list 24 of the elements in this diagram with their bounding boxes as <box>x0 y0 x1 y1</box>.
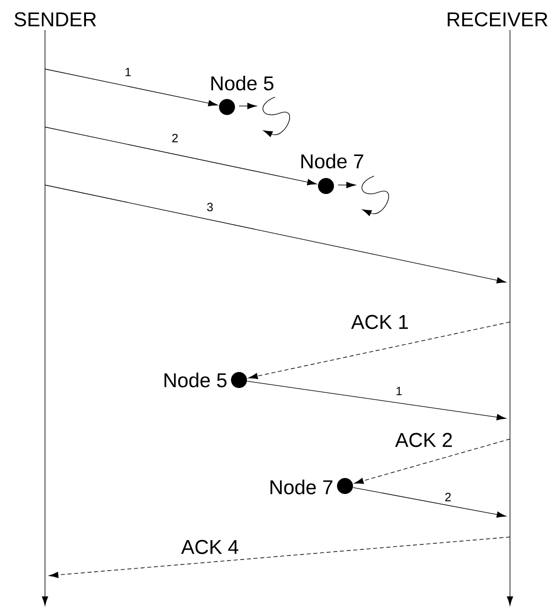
timeline-arrow <box>42 30 48 606</box>
arrow <box>48 536 510 578</box>
arrow <box>352 487 506 518</box>
node-label: Node 5 <box>211 76 274 90</box>
arrow <box>44 68 218 106</box>
edge-label: ACK 1 <box>350 314 410 330</box>
edge-label: 2 <box>170 132 180 144</box>
arrow <box>44 126 317 186</box>
edge-label: 1 <box>394 386 404 396</box>
arrow <box>246 380 506 420</box>
node-label: Node 7 <box>301 154 364 168</box>
lifeline-label: SENDER <box>14 12 96 26</box>
lifeline-label: RECEIVER <box>448 12 548 26</box>
node-label: Node 5 <box>164 372 227 388</box>
node-label: Node 7 <box>270 480 332 494</box>
edge-label: 1 <box>123 66 133 78</box>
timeline-arrow <box>506 30 514 606</box>
edge-label: ACK 4 <box>180 538 240 556</box>
arrow <box>44 184 506 284</box>
edge-label: ACK 2 <box>394 432 454 448</box>
arrow <box>354 438 510 484</box>
edge-label: 2 <box>443 491 453 503</box>
edge-label: 3 <box>205 201 215 213</box>
arrow <box>248 322 510 380</box>
